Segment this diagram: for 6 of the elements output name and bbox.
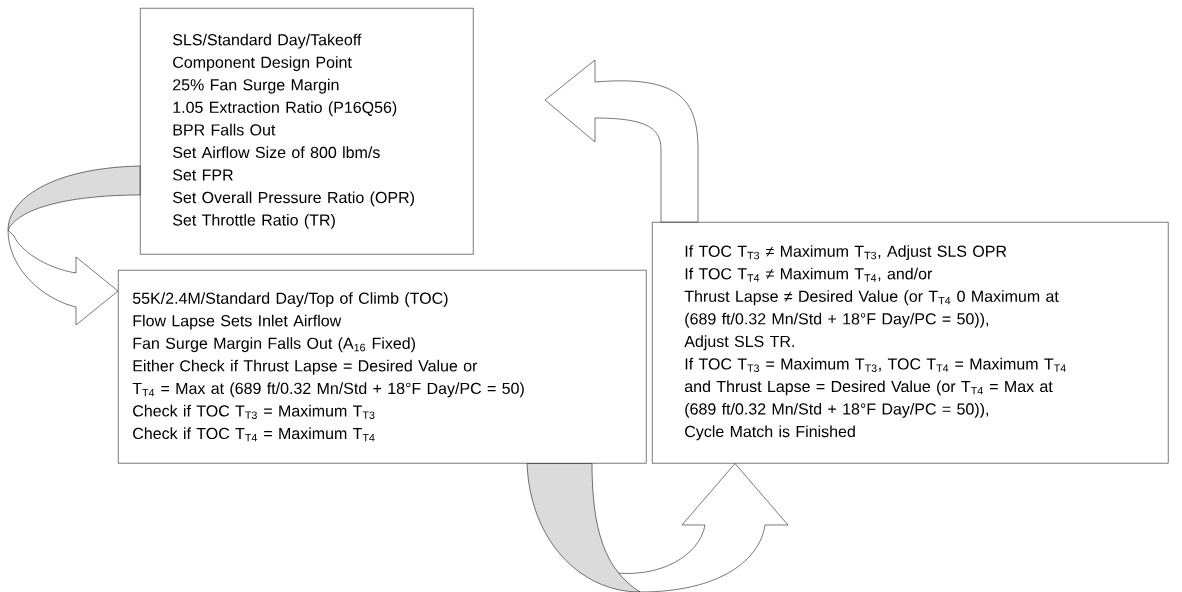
text-box: SLS/Standard Day/Takeoff Component Design Point 25% Fan Surge Margin 1.05 Extraction Ratio (P16Q56) BPR Falls Out Set Airflow Size of 800 lbm/s Set FPR Set Overall Pressure Ratio (OPR) Set Throttle Ratio (TR) — [140, 8, 474, 255]
text-box: 55K/2.4M/Standard Day/Top of Climb (TOC) Flow Lapse Sets Inlet Airflow Fan Surge Margin Falls Out (A$_{16}$ Fixed) Either Check if Thrust Lapse = Desired Value or T$_{T4}$ = Max at (689 ft/0.32 Mn/Std + 18°F Day/PC = 50) Check if TOC T$_{T3}$ = Maximum T$_{T3}$ Check if TOC T$_{T4}$ = Maximum T$_{T4}$ — [118, 270, 647, 464]
curved-block-arrow — [526, 463, 789, 592]
text-box: If TOC T$_{T3}$ ≠ Maximum T$_{T3}$, Adjust SLS OPR If TOC T$_{T4}$ ≠ Maximum T$_{T4}$, and/or Thrust Lapse ≠ Desired Value (or T$_{T4}$ 0 Maximum at (689 ft/0.32 Mn/Std + 18°F Day/PC = 50)), Adjust SLS TR. If TOC T$_{T3}$ = Maximum T$_{T3}$, TOC T$_{T4}$ = Maximum T$_{T4}$ and Thrust Lapse = Desired Value (or T$_{T4}$ = Max at (689 ft/0.32 Mn/Std + 18°F Day/PC = 50)), Cycle Match is Finished — [652, 222, 1169, 464]
curved-block-arrow — [544, 59, 699, 223]
curved-block-arrow — [7, 165, 141, 326]
